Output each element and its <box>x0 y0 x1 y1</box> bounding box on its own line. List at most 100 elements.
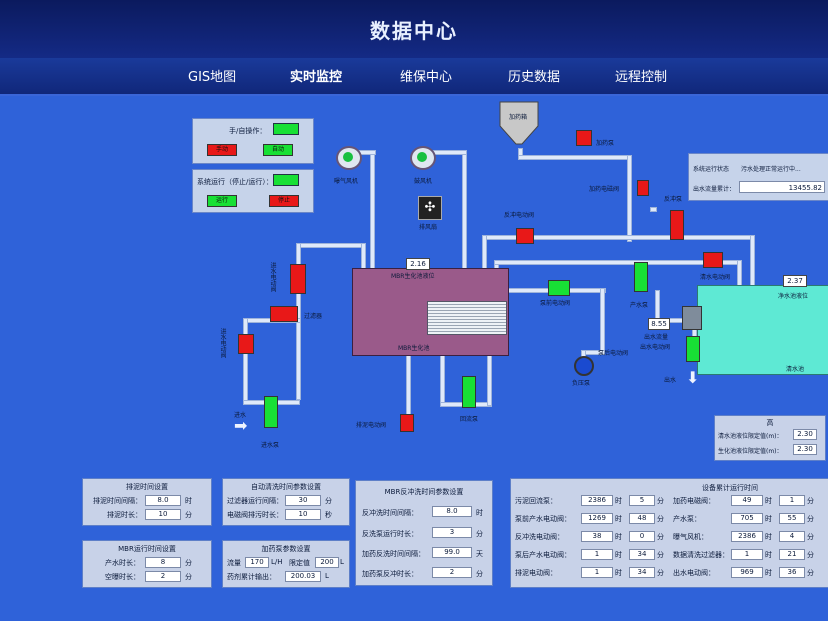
runtime-unit: 时 <box>765 569 772 577</box>
runtime-hours: 49 <box>731 495 763 506</box>
bio-level-limit-input[interactable]: 2.30 <box>793 444 817 455</box>
stop-button[interactable]: 停止 <box>269 195 299 207</box>
system-run-panel: 系统运行（停止/运行）： 运行 停止 <box>192 169 314 213</box>
backwash-valve-icon[interactable] <box>516 228 534 244</box>
return-pipe <box>440 354 445 406</box>
runtime-hours: 1 <box>731 549 763 560</box>
mbr-tank-label: MBR生化池 <box>398 345 430 352</box>
level-limit-panel: 高 清水池液位限定值(m)： 2.30 生化池液位限定值(m)： 2.30 <box>714 415 826 461</box>
tab-gis-map[interactable]: GIS地图 <box>188 70 237 85</box>
production-pump-icon[interactable] <box>634 262 648 292</box>
runtime-hours: 705 <box>731 513 763 524</box>
dosing-valve-icon[interactable] <box>637 180 649 196</box>
runtime-label: 反冲洗电动阀： <box>515 533 564 541</box>
runtime-unit: 分 <box>657 569 664 577</box>
blower-fan-icon[interactable] <box>410 146 436 170</box>
valve-purge-input[interactable]: 10 <box>285 509 321 520</box>
runtime-unit: 分 <box>807 533 814 541</box>
flow-total-label: 出水流量累计： <box>693 186 736 193</box>
runtime-label: 产水泵： <box>673 515 701 523</box>
backwash-pump-icon[interactable] <box>670 210 684 240</box>
inlet-label: 进水 <box>234 412 247 419</box>
aerator-fan-icon[interactable] <box>336 146 362 170</box>
hand-auto-panel: 手/自操作： 手动 自动 <box>192 118 314 164</box>
hand-auto-indicator <box>273 123 299 135</box>
outflow-meter-icon <box>682 306 702 330</box>
row-unit: 分 <box>476 530 483 538</box>
panel-title: MBR运行时间设置 <box>118 545 176 553</box>
runtime-minutes: 34 <box>629 549 655 560</box>
status-value: 污水处理正常运行中... <box>741 166 801 173</box>
idle-aeration-input[interactable]: 2 <box>145 571 181 582</box>
inlet-valve1-label: 进水电动阀 <box>269 262 276 292</box>
return-pipe <box>487 354 492 406</box>
inlet-pump-icon[interactable] <box>264 396 278 428</box>
runtime-minutes: 55 <box>779 513 805 524</box>
dosing-backwash-interval-input[interactable]: 99.0 <box>432 547 472 558</box>
tab-remote-control[interactable]: 远程控制 <box>615 70 668 85</box>
clean-valve-icon[interactable] <box>703 252 723 268</box>
backwash-pump-duration-input[interactable]: 3 <box>432 527 472 538</box>
filter-label: 过滤器 <box>304 313 323 320</box>
inlet-valve2-label: 进水电动阀 <box>219 328 226 358</box>
runtime-unit: 时 <box>615 515 622 523</box>
runtime-unit: 时 <box>615 497 622 505</box>
mbr-tank: MBR生化池液位 MBR生化池 <box>352 268 509 356</box>
status-label: 系统运行状态 <box>693 166 730 173</box>
hand-auto-label: 手/自操作： <box>229 127 267 135</box>
production-duration-input[interactable]: 8 <box>145 557 181 568</box>
pump-front-valve-icon[interactable] <box>548 280 570 296</box>
sludge-interval-input[interactable]: 8.0 <box>145 495 181 506</box>
dosing-limit-input[interactable]: 200 <box>315 557 339 568</box>
runtime-unit: 时 <box>765 515 772 523</box>
run-button[interactable]: 运行 <box>207 195 237 207</box>
panel-title: 高 <box>766 419 774 427</box>
mbr-time-panel: MBR运行时间设置 产水时长： 8 分 空曝时长： 2 分 <box>82 540 212 588</box>
tab-history-data[interactable]: 历史数据 <box>508 70 561 85</box>
exhaust-fan-label: 排风扇 <box>419 224 438 231</box>
tab-realtime-monitor[interactable]: 实时监控 <box>290 70 343 85</box>
flow-label: 流量 <box>227 559 241 567</box>
inlet-pipe <box>298 243 366 248</box>
discharge-valve-icon[interactable] <box>400 414 414 432</box>
runtime-unit: 分 <box>657 515 664 523</box>
runtime-hours: 1 <box>581 567 613 578</box>
backwash-pipe <box>650 207 657 212</box>
runtime-unit: 分 <box>657 551 664 559</box>
runtime-hours: 1269 <box>581 513 613 524</box>
vacuum-pump-icon[interactable] <box>574 356 594 376</box>
tab-maintenance[interactable]: 维保中心 <box>400 70 453 85</box>
clean-level-limit-input[interactable]: 2.30 <box>793 429 817 440</box>
mbr-level-label: MBR生化池液位 <box>391 273 435 280</box>
backwash-interval-input[interactable]: 8.0 <box>432 506 472 517</box>
runtime-label: 排泥电动阀： <box>515 569 557 577</box>
sludge-duration-input[interactable]: 10 <box>145 509 181 520</box>
dosing-pump-icon[interactable] <box>576 130 592 146</box>
air-pipe <box>370 152 375 274</box>
dosing-flow-input[interactable]: 170 <box>245 557 269 568</box>
manual-button[interactable]: 手动 <box>207 144 237 156</box>
auto-button[interactable]: 自动 <box>263 144 293 156</box>
backwash-valve-label: 反冲电动阀 <box>504 212 535 219</box>
dosing-params-panel: 加药泵参数设置 流量 170 L/H 限定值 200 L 药剂累计输出： 200… <box>222 540 350 588</box>
dosing-tank-label: 加药箱 <box>509 114 528 121</box>
inlet-arrow-icon: ➡ <box>234 416 248 435</box>
runtime-unit: 分 <box>807 515 814 523</box>
vacuum-pipe <box>600 288 605 355</box>
runtime-label: 曝气风机： <box>673 533 708 541</box>
inlet-valve1-icon[interactable] <box>290 264 306 294</box>
row-unit: 时 <box>185 497 192 505</box>
outlet-valve-icon[interactable] <box>686 336 700 362</box>
row-unit: 分 <box>185 511 192 519</box>
filter-interval-input[interactable]: 30 <box>285 495 321 506</box>
exhaust-fan-icon[interactable]: ✣ <box>418 196 442 220</box>
filter-icon[interactable] <box>270 306 298 322</box>
runtime-hours: 1 <box>581 549 613 560</box>
total-unit: L <box>325 572 329 580</box>
row-label: 反洗泵运行时长： <box>362 530 418 538</box>
return-pump-icon[interactable] <box>462 376 476 408</box>
auto-clean-panel: 自动清洗时间参数设置 过滤器运行间隔： 30 分 电磁阀排污时长： 10 秒 <box>222 478 350 526</box>
inlet-valve2-icon[interactable] <box>238 334 254 354</box>
row-unit: 天 <box>476 550 483 558</box>
dosing-backwash-duration-input[interactable]: 2 <box>432 567 472 578</box>
